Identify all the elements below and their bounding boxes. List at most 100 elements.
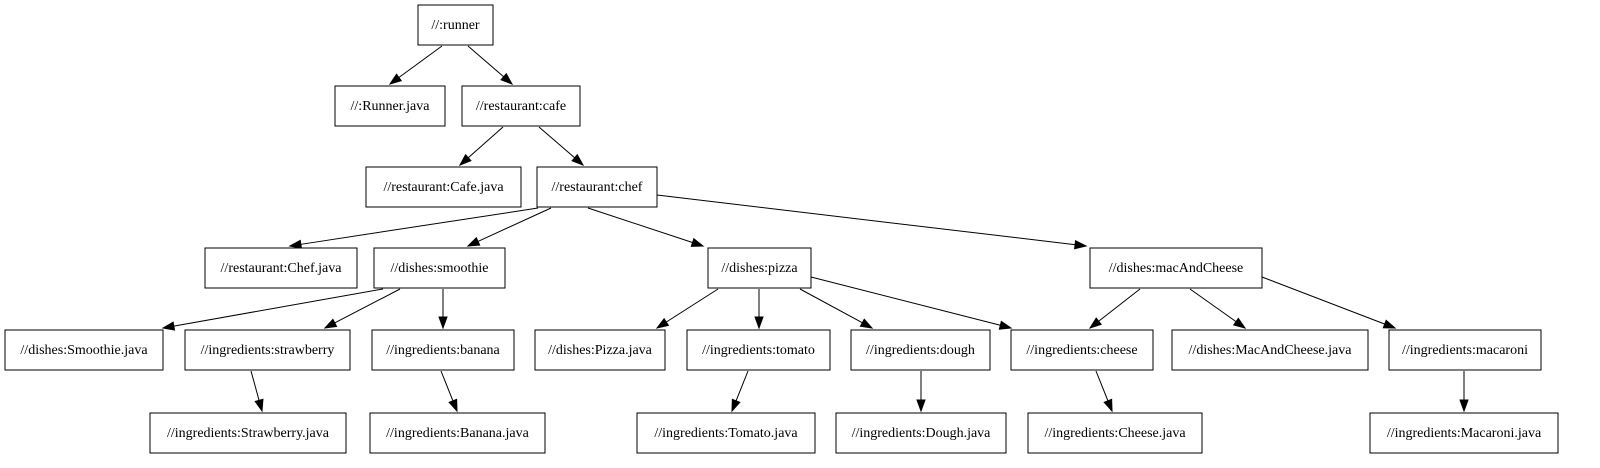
node-box[interactable] (707, 247, 812, 289)
node-box[interactable] (369, 412, 546, 454)
graph-edge (467, 45, 514, 85)
graph-edge (250, 370, 264, 413)
edge-arrowhead (500, 72, 514, 85)
graph-node-ing_dough[interactable]: //ingredients:dough (850, 329, 991, 371)
graph-edge (754, 289, 764, 330)
edge-line (656, 194, 1077, 246)
node-box[interactable] (371, 329, 515, 371)
graph-edge (323, 288, 401, 329)
edge-line (397, 45, 443, 79)
edge-arrowhead (1103, 398, 1113, 413)
node-box[interactable] (1089, 247, 1263, 289)
node-box[interactable] (1171, 329, 1369, 371)
graph-node-dishes_smoothie[interactable]: //dishes:smoothie (373, 247, 506, 289)
graph-node-restaurant_cafe_java[interactable]: //restaurant:Cafe.java (365, 166, 522, 208)
node-box[interactable] (1388, 329, 1542, 371)
graph-node-ing_macaroni_java[interactable]: //ingredients:Macaroni.java (1369, 412, 1559, 454)
node-box[interactable] (373, 247, 506, 289)
graph-node-ing_cheese[interactable]: //ingredients:cheese (1010, 329, 1154, 371)
edge-arrowhead (1074, 239, 1088, 250)
edge-arrowhead (731, 398, 741, 413)
edge-arrowhead (161, 321, 176, 331)
node-box[interactable] (636, 412, 816, 454)
node-box[interactable] (4, 329, 164, 371)
edge-line (172, 288, 384, 327)
node-box[interactable] (365, 166, 522, 208)
graph-node-runner[interactable]: //:runner (417, 4, 494, 46)
node-label: //:runner (431, 18, 480, 33)
node-label: //ingredients:macaroni (1402, 343, 1528, 358)
graph-node-dishes_smoothie_java[interactable]: //dishes:Smoothie.java (4, 329, 164, 371)
edge-arrowhead (1459, 399, 1469, 413)
graph-node-ing_dough_java[interactable]: //ingredients:Dough.java (835, 412, 1007, 454)
edge-line (538, 126, 577, 160)
graph-node-ing_macaroni[interactable]: //ingredients:macaroni (1388, 329, 1542, 371)
node-box[interactable] (534, 329, 666, 371)
graph-edge (916, 371, 926, 413)
edge-line (466, 126, 504, 160)
node-box[interactable] (686, 329, 831, 371)
graph-node-ing_strawberry_java[interactable]: //ingredients:Strawberry.java (149, 412, 347, 454)
edge-line (467, 45, 506, 79)
graph-node-ing_strawberry[interactable]: //ingredients:strawberry (184, 329, 351, 371)
graph-node-restaurant_cafe[interactable]: //restaurant:cafe (461, 85, 581, 127)
node-label: //:Runner.java (351, 99, 431, 114)
node-box[interactable] (1010, 329, 1154, 371)
node-box[interactable] (334, 85, 446, 127)
node-box[interactable] (1027, 412, 1203, 454)
node-label: //dishes:Smoothie.java (20, 343, 148, 358)
edge-arrowhead (859, 318, 874, 329)
graph-edge (466, 207, 552, 247)
edge-line (799, 288, 864, 324)
graph-nodes-layer: //:runner //:Runner.java //restaurant:cafe… (4, 4, 1559, 454)
graph-edge (1189, 288, 1247, 329)
node-label: //ingredients:Strawberry.java (167, 426, 330, 441)
edge-line (333, 288, 401, 325)
edge-line (1261, 276, 1387, 326)
node-box[interactable] (536, 166, 658, 208)
node-box[interactable] (835, 412, 1007, 454)
graph-node-dishes_pizza[interactable]: //dishes:pizza (707, 247, 812, 289)
node-label: //ingredients:cheese (1026, 343, 1137, 358)
graph-node-dishes_macandcheese[interactable]: //dishes:macAndCheese (1089, 247, 1263, 289)
graph-edge (438, 289, 448, 330)
edge-arrowhead (916, 399, 926, 413)
graph-node-dishes_pizza_java[interactable]: //dishes:Pizza.java (534, 329, 666, 371)
node-label: //ingredients:Dough.java (852, 426, 992, 441)
graph-edge (440, 370, 458, 413)
graph-node-ing_tomato[interactable]: //ingredients:tomato (686, 329, 831, 371)
graph-node-ing_cheese_java[interactable]: //ingredients:Cheese.java (1027, 412, 1203, 454)
node-box[interactable] (184, 329, 351, 371)
graph-node-ing_banana[interactable]: //ingredients:banana (371, 329, 515, 371)
edge-line (440, 370, 454, 403)
node-box[interactable] (149, 412, 347, 454)
graph-node-ing_tomato_java[interactable]: //ingredients:Tomato.java (636, 412, 816, 454)
node-label: //ingredients:banana (386, 343, 500, 358)
node-box[interactable] (204, 247, 358, 289)
edge-arrowhead (288, 239, 303, 249)
graph-edge (538, 126, 585, 166)
graph-edge (1261, 276, 1397, 329)
graph-node-runner_java[interactable]: //:Runner.java (334, 85, 446, 127)
graph-node-dishes_macandcheese_java[interactable]: //dishes:MacAndCheese.java (1171, 329, 1369, 371)
node-box[interactable] (850, 329, 991, 371)
node-box[interactable] (1369, 412, 1559, 454)
node-box[interactable] (417, 4, 494, 46)
graph-node-restaurant_chef[interactable]: //restaurant:chef (536, 166, 658, 208)
graph-edge (1088, 288, 1141, 329)
node-label: //restaurant:cafe (476, 99, 566, 114)
graph-node-ing_banana_java[interactable]: //ingredients:Banana.java (369, 412, 546, 454)
graph-node-restaurant_chef_java[interactable]: //restaurant:Chef.java (204, 247, 358, 289)
graph-edge (799, 288, 874, 329)
graph-edge (810, 276, 1013, 330)
node-box[interactable] (461, 85, 581, 127)
node-label: //ingredients:Macaroni.java (1387, 426, 1542, 441)
edge-arrowhead (571, 153, 585, 166)
graph-edge (656, 194, 1088, 250)
edge-arrowhead (1232, 317, 1247, 329)
edge-line (1097, 288, 1141, 323)
node-label: //restaurant:Chef.java (221, 261, 343, 276)
edge-arrowhead (690, 237, 705, 247)
edge-line (1189, 288, 1238, 323)
